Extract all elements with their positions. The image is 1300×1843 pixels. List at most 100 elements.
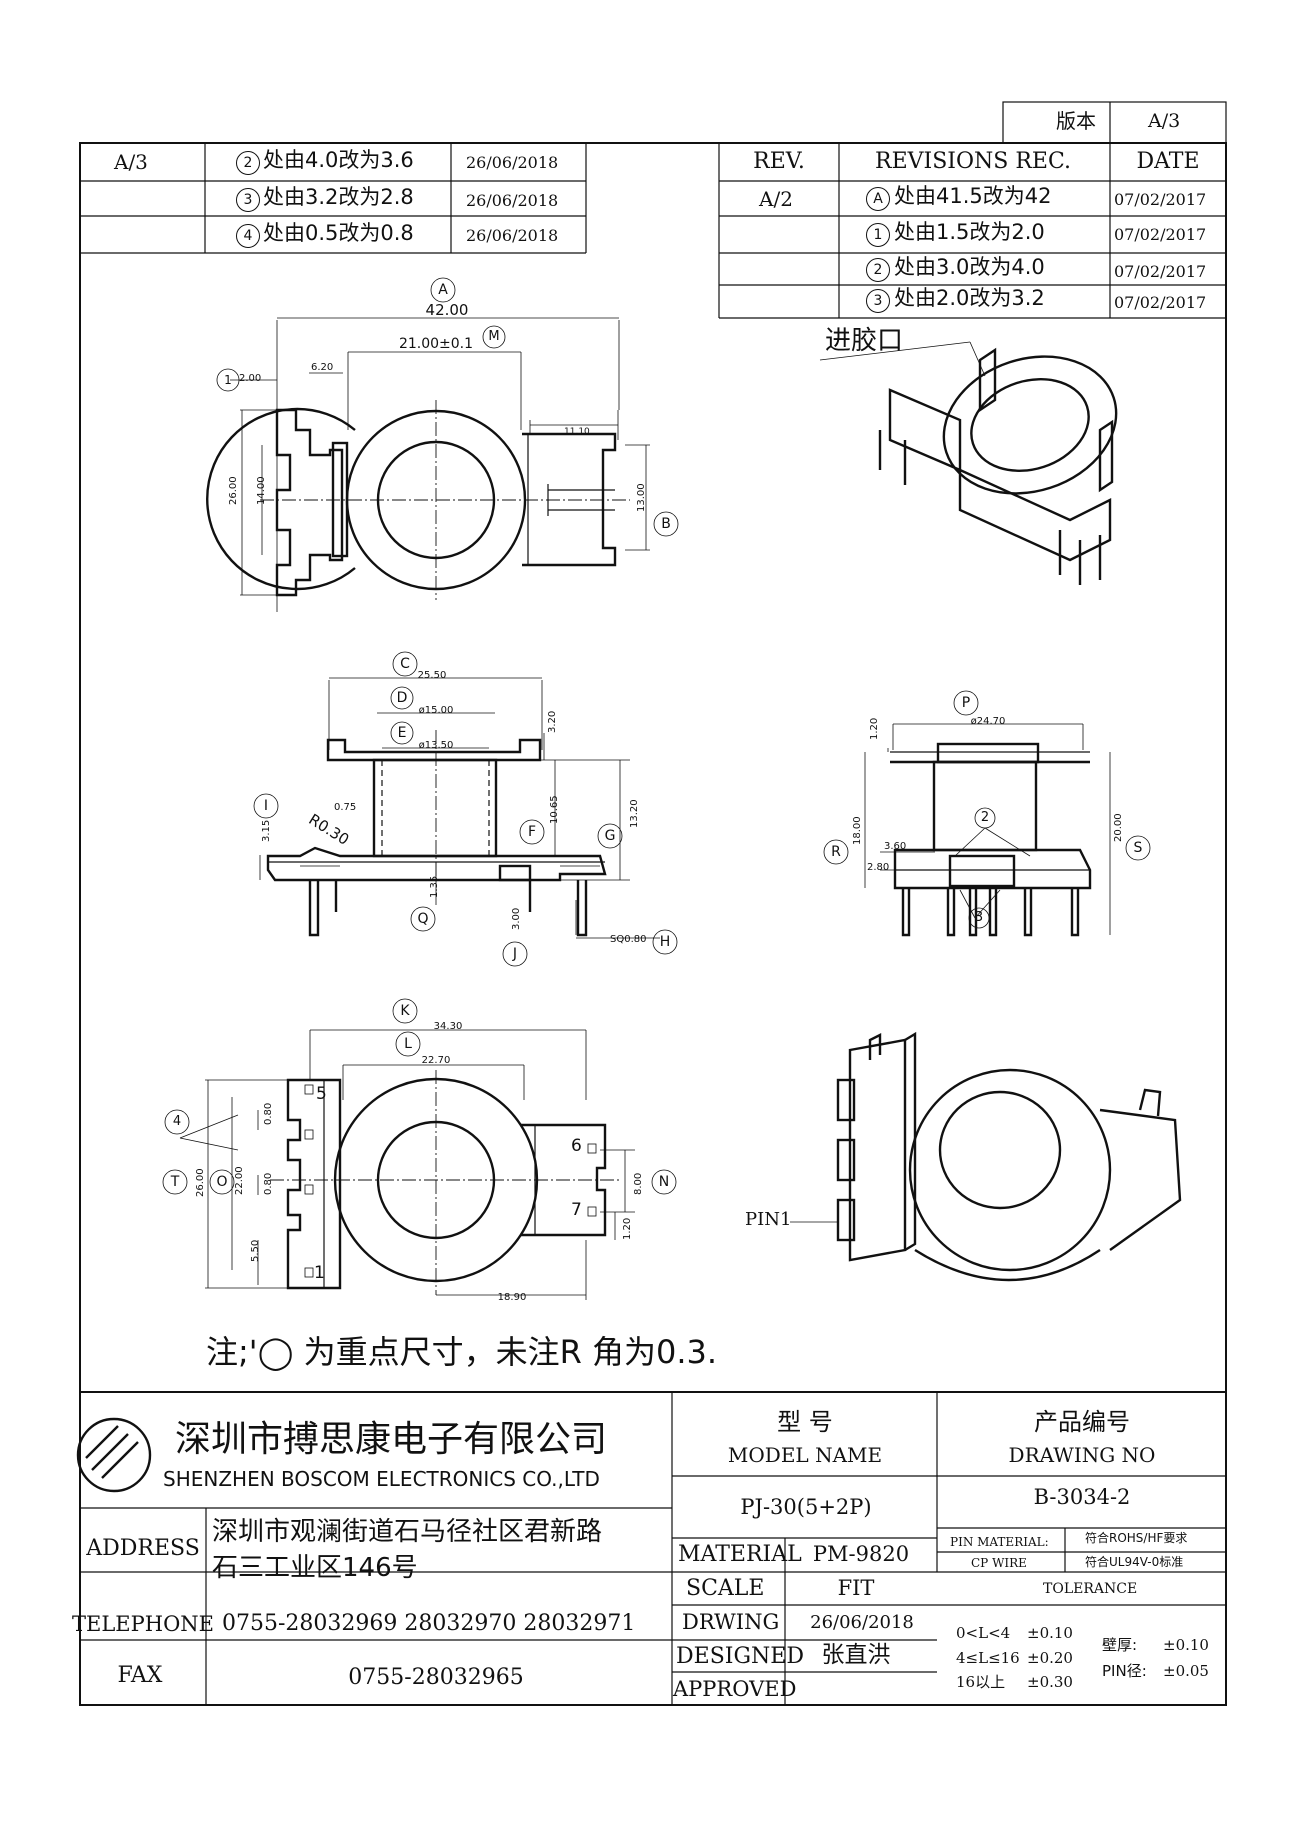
- dim-N: 8.00: [633, 1172, 644, 1195]
- dim-front-320: 3.20: [547, 710, 558, 733]
- dim-side-120: 1.20: [869, 717, 880, 740]
- wall-label: 壁厚:: [1102, 1636, 1138, 1654]
- dim-front-315: 3.15: [261, 819, 272, 842]
- company-name-cn: 深圳市搏思康电子有限公司: [175, 1419, 608, 1460]
- dim-front-135: 1.35: [429, 875, 440, 898]
- logo-circle: [76, 1417, 152, 1493]
- rev-header-date: DATE: [1136, 149, 1200, 174]
- dim-bottom-550: 5.50: [250, 1239, 261, 1262]
- bubble-F: F: [527, 824, 537, 840]
- pin-dia-value: ±0.05: [1163, 1662, 1209, 1680]
- dim-side-S: 20.00: [1113, 813, 1124, 842]
- model-label-en: MODEL NAME: [727, 1443, 883, 1467]
- bubble-D: D: [396, 690, 408, 706]
- dim-O: 22.00: [234, 1166, 245, 1195]
- bubble-E: E: [397, 725, 407, 741]
- rev-left-text-2: 处由3.2改为2.8: [263, 185, 414, 209]
- rev-header-rev: REV.: [753, 149, 805, 174]
- rev-right-text-4: 处由2.0改为3.2: [894, 286, 1045, 310]
- dim-top-2: 2.00: [239, 373, 262, 384]
- bubble-G: G: [604, 828, 616, 844]
- rev-left-date-2: 26/06/2018: [466, 191, 559, 210]
- dim-bottom-080a: 0.80: [263, 1102, 274, 1125]
- approved-label: APPROVED: [673, 1677, 797, 1701]
- drawing-date-label: DRWING: [682, 1610, 780, 1634]
- bubble-1-top: 1: [224, 373, 232, 387]
- bubble-T: T: [170, 1174, 180, 1190]
- dim-P: ø24.70: [970, 716, 1006, 727]
- rev-right-date-1: 07/02/2017: [1114, 190, 1207, 209]
- rev-right-code: A/2: [759, 187, 793, 211]
- dim-front-1065: 10.65: [549, 795, 560, 824]
- material-value: PM-9820: [812, 1542, 910, 1566]
- telephone-label: TELEPHONE: [72, 1612, 214, 1636]
- bubble-C: C: [400, 656, 410, 672]
- dim-H: SQ0.80: [610, 934, 647, 945]
- designed-value: 张直洪: [821, 1642, 891, 1668]
- rev-right-mark-2: 1: [866, 223, 890, 247]
- bubble-N: N: [658, 1174, 670, 1190]
- pin-5-label: 5: [316, 1084, 327, 1104]
- dim-L: 22.70: [421, 1055, 451, 1066]
- rev-left-date-3: 26/06/2018: [466, 226, 559, 245]
- rev-right-text-1: 处由41.5改为42: [894, 184, 1052, 208]
- rev-right-date-4: 07/02/2017: [1114, 293, 1207, 312]
- bubble-O: O: [216, 1174, 228, 1190]
- drawing-label-en: DRAWING NO: [1008, 1443, 1156, 1467]
- rev-right-date-3: 07/02/2017: [1114, 262, 1207, 281]
- rev-right-mark-1: A: [866, 187, 890, 211]
- drawing-label-cn: 产品编号: [1034, 1408, 1130, 1436]
- dim-E: ø13.50: [418, 740, 454, 751]
- version-label: 版本: [1056, 109, 1096, 133]
- dim-A: 42.00: [425, 301, 469, 319]
- rev-right-text-2: 处由1.5改为2.0: [894, 220, 1045, 244]
- rev-left-mark-3: 4: [236, 224, 260, 248]
- drawing-value: B-3034-2: [1033, 1485, 1131, 1509]
- bubble-Q: Q: [417, 911, 429, 927]
- model-value: PJ-30(5+2P): [740, 1495, 872, 1519]
- drawing-date-value: 26/06/2018: [810, 1612, 914, 1633]
- address-label: ADDRESS: [86, 1536, 200, 1561]
- tol-value-3: ±0.30: [1027, 1673, 1073, 1691]
- bubble-L: L: [404, 1036, 412, 1052]
- rev-right-mark-4: 3: [866, 289, 890, 313]
- dim-K: 34.30: [433, 1021, 463, 1032]
- pin1-label: PIN1: [745, 1209, 792, 1230]
- bubble-P: P: [961, 695, 971, 711]
- tol-range-2: 4≤L≤16: [956, 1649, 1020, 1667]
- tol-value-2: ±0.20: [1027, 1649, 1073, 1667]
- bubble-side-2: 2: [980, 810, 990, 825]
- rev-left-mark-2: 3: [236, 188, 260, 212]
- side-view: [823, 690, 1151, 937]
- dim-top-1110: 11.10: [564, 427, 590, 437]
- dim-bottom-080b: 0.80: [263, 1172, 274, 1195]
- bubble-B: B: [661, 516, 671, 532]
- cp-wire-label: CP WIRE: [971, 1556, 1027, 1570]
- pin-material-value: 符合ROHS/HF要求: [1085, 1531, 1188, 1545]
- rev-left-mark-1: 2: [236, 151, 260, 175]
- bottom-view: [162, 998, 677, 1300]
- dim-C: 25.50: [417, 670, 447, 681]
- dim-bottom-1890: 18.90: [497, 1292, 527, 1303]
- rev-right-text-3: 处由3.0改为4.0: [894, 255, 1045, 279]
- iso-view-top: [819, 341, 1118, 585]
- rev-left-text-3: 处由0.5改为0.8: [263, 221, 414, 245]
- pin-1-label: 1: [314, 1263, 325, 1283]
- dim-B: 13.00: [636, 483, 647, 512]
- gate-label: 进胶口: [825, 326, 904, 356]
- fax-label: FAX: [117, 1663, 163, 1688]
- dim-J: 3.00: [511, 907, 522, 930]
- dim-top-14: 14.00: [256, 476, 267, 505]
- material-label: MATERIAL: [678, 1542, 802, 1567]
- scale-label: SCALE: [686, 1576, 765, 1601]
- tolerance-label: TOLERANCE: [1043, 1581, 1138, 1597]
- dim-top-26: 26.00: [228, 476, 239, 505]
- version-value: A/3: [1148, 110, 1181, 132]
- wall-value: ±0.10: [1163, 1636, 1209, 1654]
